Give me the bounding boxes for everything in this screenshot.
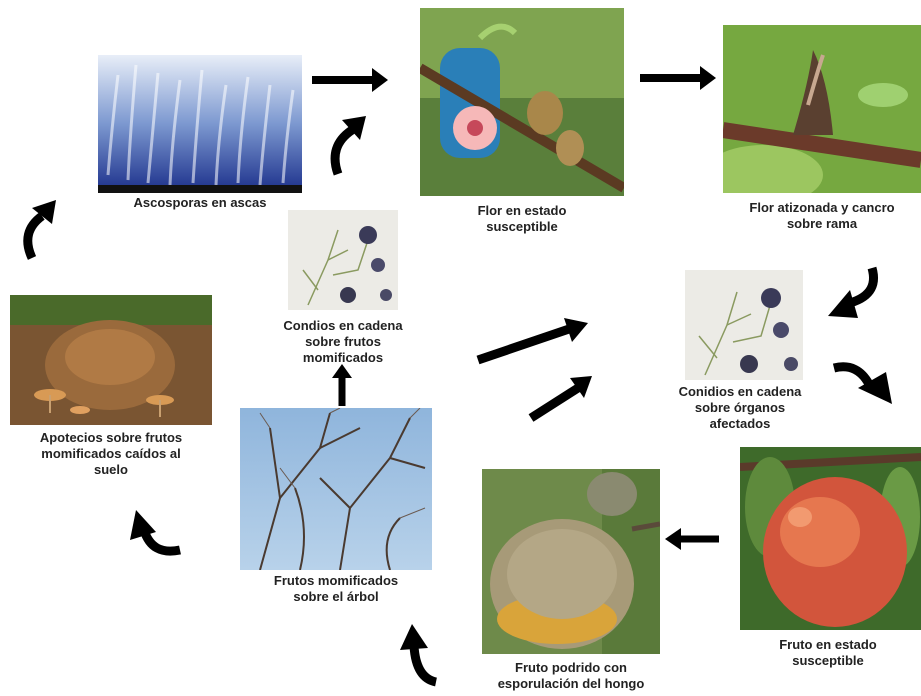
ascospores-image xyxy=(98,55,302,193)
fruto-podrido-caption: Fruto podrido con esporulación del hongo xyxy=(460,660,682,692)
curved-arrow-icon xyxy=(832,360,892,404)
straight-arrow-icon xyxy=(528,376,592,422)
curved-arrow-icon xyxy=(126,510,182,556)
straight-arrow-icon xyxy=(312,68,388,92)
frutos-arbol-caption: Frutos momificados sobre el árbol xyxy=(230,573,442,605)
mummified-fruit-tree-image xyxy=(240,408,432,570)
peach-blossom-photo xyxy=(420,8,624,196)
apotecios-caption: Apotecios sobre frutos momificados caído… xyxy=(0,430,222,478)
straight-arrow-icon xyxy=(640,66,716,90)
curved-arrow-icon xyxy=(394,624,442,684)
conidia-image-left xyxy=(288,210,398,310)
conidia-chain-photo-left xyxy=(288,210,398,310)
curved-arrow-icon xyxy=(18,196,60,262)
straight-arrow-icon xyxy=(476,318,588,364)
conidia-chain-photo-right xyxy=(685,270,803,380)
apothecia-image xyxy=(10,295,212,425)
rotten-peach-photo xyxy=(482,469,660,654)
ascospores-microscope-image xyxy=(98,55,302,193)
straight-arrow-icon xyxy=(665,528,719,550)
ascosporas-caption: Ascosporas en ascas xyxy=(100,195,300,211)
flor-susceptible-caption: Flor en estado susceptible xyxy=(420,203,624,235)
ripe-peach-photo xyxy=(740,447,921,630)
peach-blossom-image xyxy=(420,8,624,196)
blighted-flower-canker-photo xyxy=(723,25,921,193)
straight-arrow-icon xyxy=(332,364,352,406)
curved-arrow-icon xyxy=(326,112,370,178)
mummified-fruit-tree-photo xyxy=(240,408,432,570)
condios-frutos-caption: Condios en cadena sobre frutos momificad… xyxy=(258,318,428,366)
blighted-flower-image xyxy=(723,25,921,193)
flor-atizonada-caption: Flor atizonada y cancro sobre rama xyxy=(723,200,921,232)
ripe-peach-image xyxy=(740,447,921,630)
apothecia-soil-photo xyxy=(10,295,212,425)
rotten-peach-image xyxy=(482,469,660,654)
conidia-image-right xyxy=(685,270,803,380)
fruto-susceptible-caption: Fruto en estado susceptible xyxy=(735,637,921,669)
conidios-organos-caption: Conidios en cadena sobre órganos afectad… xyxy=(650,384,830,432)
curved-arrow-icon xyxy=(828,266,880,320)
